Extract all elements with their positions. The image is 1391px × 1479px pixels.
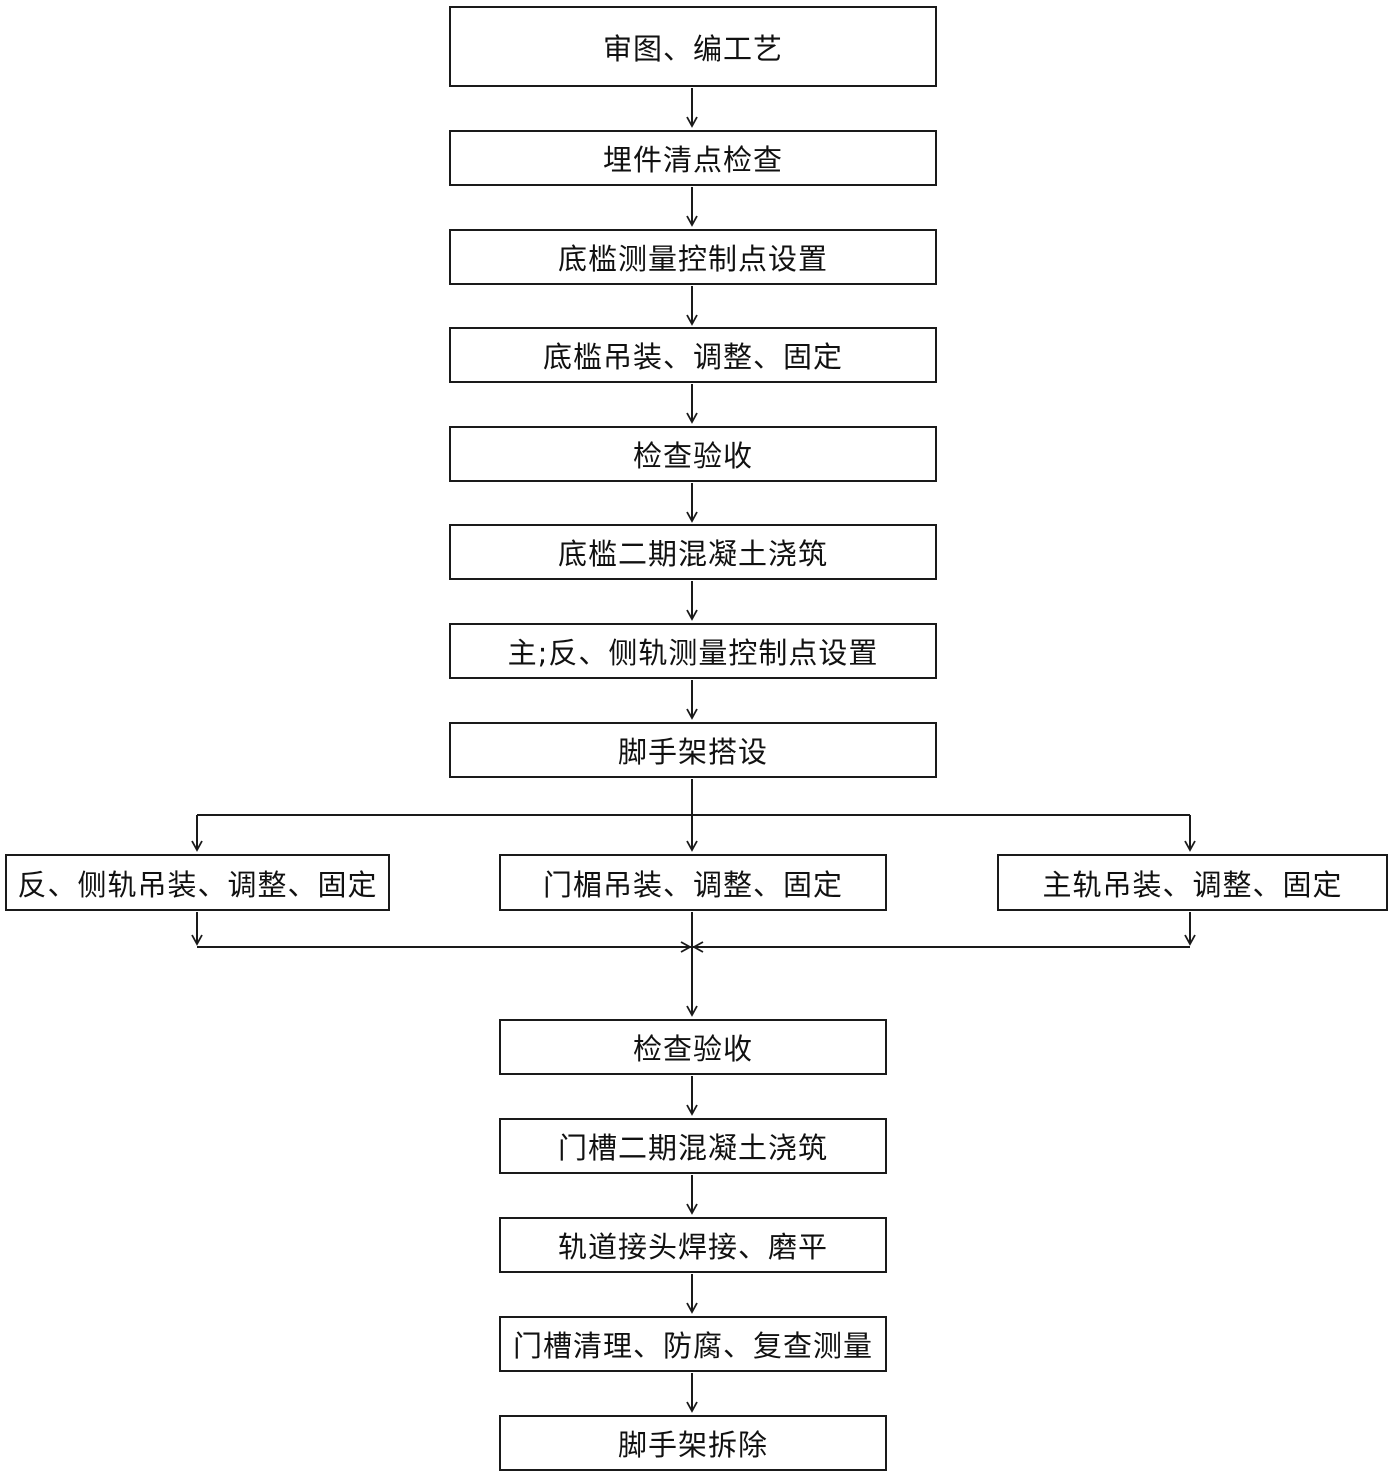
- step-label: 门槽清理、防腐、复查测量: [512, 1329, 873, 1363]
- step-label: 脚手架拆除: [617, 1428, 768, 1462]
- step-rail-joint-welding: 轨道接头焊接、磨平: [499, 1217, 887, 1273]
- step-scaffold-removal: 脚手架拆除: [499, 1415, 887, 1471]
- step-label: 主;反、侧轨测量控制点设置: [507, 636, 879, 670]
- step-rail-control-points: 主;反、侧轨测量控制点设置: [449, 623, 937, 679]
- step-label: 埋件清点检查: [602, 143, 783, 177]
- branch-label: 主轨吊装、调整、固定: [1042, 867, 1343, 902]
- step-label: 轨道接头焊接、磨平: [557, 1230, 828, 1264]
- step-label: 底槛吊装、调整、固定: [542, 340, 843, 374]
- branch-main-rail-hoisting: 主轨吊装、调整、固定: [997, 854, 1388, 911]
- step-label: 底槛二期混凝土浇筑: [557, 537, 828, 571]
- step-scaffold-erection: 脚手架搭设: [449, 722, 937, 778]
- step-label: 审图、编工艺: [602, 31, 783, 66]
- step-slot-concrete-pouring: 门槽二期混凝土浇筑: [499, 1118, 887, 1174]
- step-inspection-acceptance: 检查验收: [449, 426, 937, 482]
- step-label: 底槛测量控制点设置: [557, 242, 828, 276]
- step-label: 检查验收: [632, 439, 753, 473]
- step-review-drawings: 审图、编工艺: [449, 6, 937, 87]
- branch-label: 门楣吊装、调整、固定: [542, 867, 843, 902]
- step-sill-hoisting: 底槛吊装、调整、固定: [449, 327, 937, 383]
- branch-label: 反、侧轨吊装、调整、固定: [17, 867, 378, 902]
- step-sill-concrete-pouring: 底槛二期混凝土浇筑: [449, 524, 937, 580]
- step-sill-control-points: 底槛测量控制点设置: [449, 229, 937, 285]
- step-slot-cleaning: 门槽清理、防腐、复查测量: [499, 1316, 887, 1372]
- branch-lintel-hoisting: 门楣吊装、调整、固定: [499, 854, 887, 911]
- branch-side-rail-hoisting: 反、侧轨吊装、调整、固定: [5, 854, 390, 911]
- step-label: 检查验收: [632, 1032, 753, 1066]
- step-label: 脚手架搭设: [617, 735, 768, 769]
- step-embedded-parts-check: 埋件清点检查: [449, 130, 937, 186]
- step-label: 门槽二期混凝土浇筑: [557, 1131, 828, 1165]
- step-final-inspection: 检查验收: [499, 1019, 887, 1075]
